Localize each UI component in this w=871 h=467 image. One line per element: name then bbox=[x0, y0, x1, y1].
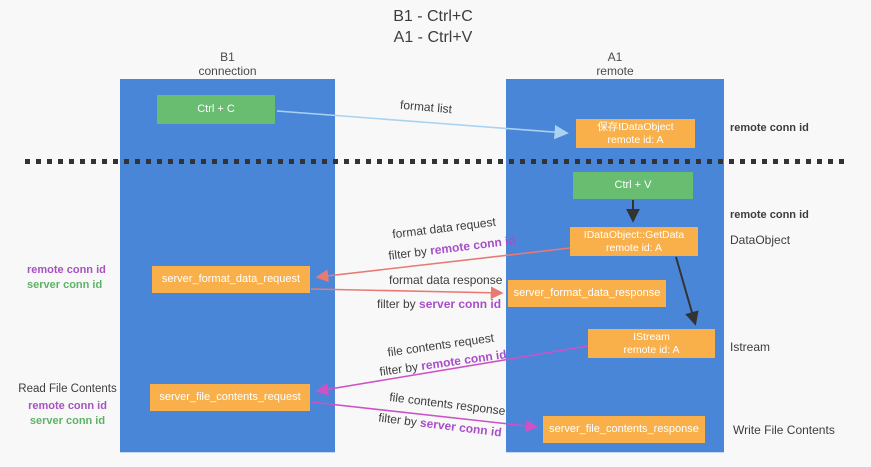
node-istream: IStream remote id: A bbox=[588, 329, 715, 358]
node-getdata-line1: IDataObject::GetData bbox=[583, 228, 685, 241]
annotation-format-remote-conn-id: remote conn id bbox=[27, 264, 106, 276]
annotation-format-conn-ids: remote conn id server conn id bbox=[27, 263, 106, 293]
annotation-remote-conn-id-mid: remote conn id bbox=[730, 209, 809, 221]
annotation-file-remote-conn-id: remote conn id bbox=[28, 400, 107, 412]
lane-header-b1: B1 connection bbox=[120, 50, 335, 78]
annotation-istream: Istream bbox=[730, 340, 771, 354]
node-istream-line2: remote id: A bbox=[623, 343, 680, 356]
node-server-format-data-request: server_format_data_request bbox=[152, 266, 310, 293]
node-idataobject-getdata: IDataObject::GetData remote id: A bbox=[570, 227, 698, 256]
node-getdata-line2: remote id: A bbox=[605, 241, 663, 254]
node-file-response-label: server_file_contents_response bbox=[549, 423, 699, 435]
format-data-response-text: format data response bbox=[389, 273, 503, 287]
lane-b1-subtitle: connection bbox=[198, 64, 257, 78]
filter-by-prefix: filter by bbox=[377, 297, 420, 311]
node-save-idataobject: 保存IDataObject remote id: A bbox=[576, 119, 695, 148]
arrow-file-contents-response bbox=[310, 401, 539, 433]
title-line-2: A1 - Ctrl+V bbox=[393, 29, 473, 46]
arrow-format-data-response bbox=[310, 286, 504, 300]
diagram-title: B1 - Ctrl+C A1 - Ctrl+V bbox=[233, 6, 633, 48]
node-ctrl-v: Ctrl + V bbox=[573, 172, 693, 199]
annotation-format-server-conn-id: server conn id bbox=[27, 279, 103, 291]
node-ctrl-c: Ctrl + C bbox=[157, 95, 275, 124]
arrow-format-list bbox=[276, 110, 569, 140]
edge-filter-format-data-response: filter by server conn id bbox=[377, 297, 501, 311]
annotation-write-file-contents: Write File Contents bbox=[733, 423, 835, 437]
node-istream-line1: IStream bbox=[633, 330, 670, 343]
edge-label-format-data-response: format data response bbox=[389, 273, 502, 287]
node-ctrl-v-label: Ctrl + V bbox=[614, 179, 652, 191]
annotation-read-file-group: Read File Contents remote conn id server… bbox=[17, 382, 118, 429]
arrow-format-data-request bbox=[315, 247, 571, 283]
lane-header-a1: A1 remote bbox=[506, 50, 724, 78]
annotation-dataobject: DataObject bbox=[730, 233, 791, 247]
annotation-remote-conn-id-top: remote conn id bbox=[730, 122, 809, 134]
node-save-idataobject-line2: remote id: A bbox=[607, 133, 664, 146]
node-server-file-contents-request: server_file_contents_request bbox=[150, 384, 310, 411]
lane-b1-name: B1 bbox=[220, 50, 235, 64]
annotation-read-file-contents: Read File Contents bbox=[18, 383, 117, 395]
node-format-response-label: server_format_data_response bbox=[513, 287, 661, 299]
node-ctrl-c-label: Ctrl + C bbox=[197, 103, 235, 115]
node-server-file-contents-response: server_file_contents_response bbox=[543, 416, 705, 443]
arrow-getdata-to-istream bbox=[675, 256, 699, 326]
node-format-request-label: server_format_data_request bbox=[161, 273, 301, 285]
filter-server-conn-id: server conn id bbox=[419, 297, 502, 311]
lane-a1-subtitle: remote bbox=[596, 64, 634, 78]
lane-a1-name: A1 bbox=[607, 50, 623, 64]
annotation-file-server-conn-id: server conn id bbox=[29, 415, 106, 427]
node-save-idataobject-line1: 保存IDataObject bbox=[597, 120, 674, 133]
arrow-file-contents-request bbox=[315, 345, 589, 396]
title-line-1: B1 - Ctrl+C bbox=[393, 8, 473, 25]
node-file-request-label: server_file_contents_request bbox=[159, 391, 301, 403]
node-server-format-data-response: server_format_data_response bbox=[508, 280, 666, 307]
